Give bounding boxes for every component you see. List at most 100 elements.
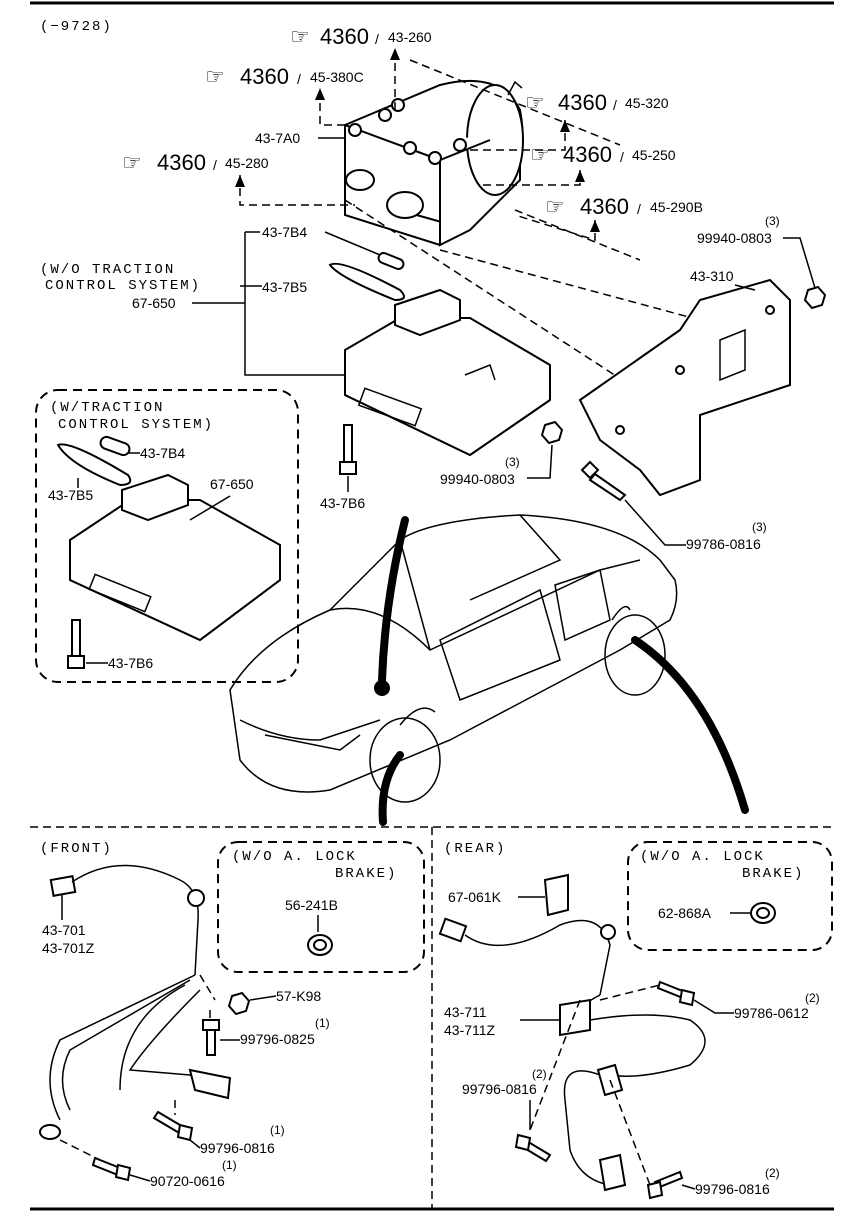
rear-sensor-harness xyxy=(438,917,706,1192)
hydraulic-unit xyxy=(344,79,524,247)
front-sensor-label-b: 43-701Z xyxy=(42,940,95,956)
rear-sensor-label-a: 43-711 xyxy=(444,1004,487,1020)
nut-top-qty: (3) xyxy=(765,214,780,228)
rear-cap-label: 62-868A xyxy=(658,905,712,921)
w-tc-seal-b-label: 43-7B5 xyxy=(48,487,93,503)
w-tc-module-label: 67-650 xyxy=(210,476,254,492)
front-bolt2-label: 99796-0816 xyxy=(200,1140,275,1156)
rear-bolt-3 xyxy=(646,1170,684,1200)
control-module xyxy=(344,288,551,457)
front-bolt-2 xyxy=(152,1110,194,1142)
ref-label-5: ☞ 4360 / 45-280 xyxy=(122,150,269,175)
w-tc-module xyxy=(69,473,281,642)
pointer-icon: ☞ xyxy=(205,64,225,89)
ref-number: 45-280 xyxy=(225,155,269,171)
wo-traction-title-2: CONTROL SYSTEM) xyxy=(45,278,201,294)
seal-parts xyxy=(328,252,405,302)
pointer-line-upper xyxy=(378,516,409,684)
rear-bolt2-label: 99796-0816 xyxy=(462,1081,537,1097)
ref-label-6: ☞ 4360 / 45-290B xyxy=(545,194,703,219)
front-bolt-3 xyxy=(91,1156,132,1182)
nut-top xyxy=(803,285,827,310)
bracket xyxy=(578,278,791,497)
ref-code: 4360 xyxy=(580,194,629,219)
pointer-icon: ☞ xyxy=(525,90,545,115)
svg-text:/: / xyxy=(297,71,301,87)
ref-arrows xyxy=(235,48,701,386)
seal-a-label: 43-7B4 xyxy=(262,224,307,240)
ref-code: 4360 xyxy=(240,64,289,89)
ref-code: 4360 xyxy=(558,90,607,115)
ref-number: 45-320 xyxy=(625,95,669,111)
pointer-icon: ☞ xyxy=(530,142,550,167)
w-traction-title-1: (W/TRACTION xyxy=(50,400,164,416)
front-nut xyxy=(227,991,251,1016)
ref-code: 4360 xyxy=(563,142,612,167)
w-tc-bolt-label: 43-7B6 xyxy=(108,655,153,671)
front-sensor-harness xyxy=(39,864,232,1140)
rear-bolt-1 xyxy=(656,980,696,1007)
seal-b-label: 43-7B5 xyxy=(262,279,307,295)
svg-text:/: / xyxy=(620,149,624,165)
rear-box-title-1: (W/O A. LOCK xyxy=(640,849,765,865)
rear-bolt3-label: 99796-0816 xyxy=(695,1181,770,1197)
nut-top-label: 99940-0803 xyxy=(697,230,772,246)
ref-number: 45-250 xyxy=(632,147,676,163)
rear-clip-label: 67-061K xyxy=(448,889,502,905)
ref-label-3: ☞ 4360 / 45-320 xyxy=(525,90,669,115)
front-title: (FRONT) xyxy=(40,841,113,857)
module-label: 67-650 xyxy=(132,295,176,311)
w-tc-seals xyxy=(56,435,132,487)
ref-label-1: ☞ 4360 / 43-260 xyxy=(290,24,432,49)
svg-text:/: / xyxy=(613,97,617,113)
ref-number: 45-290B xyxy=(650,199,703,215)
front-bolt1-label: 99796-0825 xyxy=(240,1031,315,1047)
front-box-title-2: BRAKE) xyxy=(335,866,397,882)
w-traction-box xyxy=(35,389,299,683)
nut-mid-qty: (3) xyxy=(505,455,520,469)
svg-text:/: / xyxy=(213,157,217,173)
range-label: (−9728) xyxy=(40,19,113,35)
w-tc-seal-a-label: 43-7B4 xyxy=(140,445,185,461)
rear-cap xyxy=(750,902,776,924)
rear-box-title-2: BRAKE) xyxy=(742,866,804,882)
rear-bolt-2 xyxy=(514,1133,552,1163)
front-bolt-1 xyxy=(202,1019,220,1056)
pointer-icon: ☞ xyxy=(122,150,142,175)
front-wo-lock-box xyxy=(217,841,425,973)
front-bolt3-label: 90720-0616 xyxy=(150,1173,225,1189)
grommet-label: 56-241B xyxy=(285,897,338,913)
ref-number: 43-260 xyxy=(388,29,432,45)
bolt-43-7B6 xyxy=(339,424,357,475)
ref-label-2: ☞ 4360 / 45-380C xyxy=(205,64,364,89)
w-tc-bolt xyxy=(67,619,85,669)
sensor-location-dot xyxy=(374,680,390,696)
svg-text:/: / xyxy=(637,201,641,217)
bolt-label: 43-7B6 xyxy=(320,495,365,511)
nut-mid-label: 99940-0803 xyxy=(440,471,515,487)
front-sensor-label-a: 43-701 xyxy=(42,922,86,938)
bracket-label: 43-310 xyxy=(690,268,734,284)
ref-number: 45-380C xyxy=(310,69,364,85)
front-box-title-1: (W/O A. LOCK xyxy=(232,849,357,865)
pointer-line-front xyxy=(378,751,404,826)
nut-mid xyxy=(540,420,564,445)
ref-code: 4360 xyxy=(157,150,206,175)
wo-traction-title-1: (W/O TRACTION xyxy=(40,262,175,278)
bolt-right xyxy=(580,460,627,502)
ref-label-4: ☞ 4360 / 45-250 xyxy=(530,142,676,167)
front-bolt3-qty: (1) xyxy=(222,1158,237,1172)
pointer-line-rear xyxy=(631,636,749,814)
rear-wo-lock-box xyxy=(627,841,833,951)
pointer-icon: ☞ xyxy=(290,24,310,49)
svg-text:/: / xyxy=(375,31,379,47)
rear-bolt3-qty: (2) xyxy=(765,1166,780,1180)
rear-bolt2-qty: (2) xyxy=(532,1067,547,1081)
pointer-icon: ☞ xyxy=(545,194,565,219)
grommet xyxy=(307,934,333,956)
w-traction-title-2: CONTROL SYSTEM) xyxy=(58,417,214,433)
rear-title: (REAR) xyxy=(444,841,506,857)
rear-clip xyxy=(543,873,569,917)
hydraulic-unit-label: 43-7A0 xyxy=(255,130,300,146)
